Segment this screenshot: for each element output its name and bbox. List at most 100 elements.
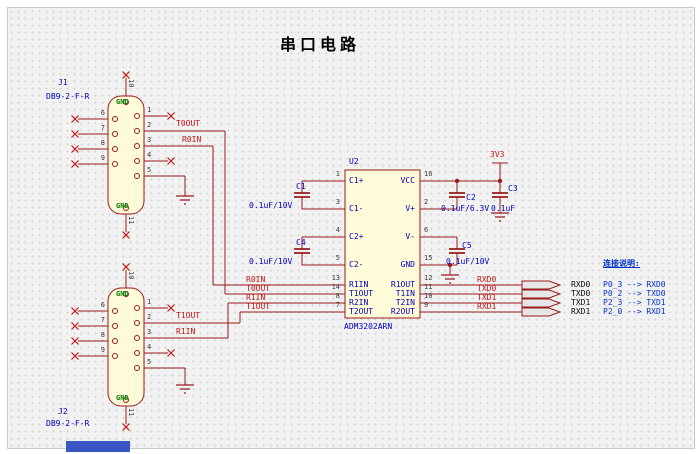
notes-heading[interactable]: 连接说明:	[603, 259, 640, 268]
net-label-t1out-u2[interactable]: T1OUT	[246, 302, 271, 311]
net-label-rxd0[interactable]: RXD0	[477, 275, 497, 284]
c1-ref[interactable]: C1	[296, 182, 306, 191]
j2-pin-number-6: 6	[100, 301, 105, 309]
j1-pin-number-1: 1	[147, 106, 152, 114]
j1-pin-number-4: 4	[147, 151, 152, 159]
j2-pin-number-5: 5	[147, 358, 152, 366]
j1-pin-number-11: 11	[127, 216, 135, 225]
j2-pin-number-11: 11	[127, 408, 135, 417]
j2-part[interactable]: DB9-2-F-R	[46, 419, 90, 428]
u2-pin-name-t2out: T2OUT	[349, 307, 374, 316]
db9-connector-j2-symbol[interactable]	[107, 287, 145, 407]
u2-pin-number-2: 2	[424, 198, 429, 206]
u2-part[interactable]: ADM3202ARN	[344, 322, 393, 331]
j1-pin-number-5: 5	[147, 166, 152, 174]
j1-pin-number-6: 6	[100, 109, 105, 117]
u2-pin-number-14: 14	[331, 283, 340, 291]
u2-pin-number-13: 13	[331, 274, 340, 282]
j2-pin-number-9: 9	[100, 346, 105, 354]
port-label-txd0: TXD0	[571, 289, 591, 298]
u2-ref[interactable]: U2	[349, 157, 359, 166]
net-label-r1in-j2[interactable]: R1IN	[176, 327, 196, 336]
net-label-t1out-j2[interactable]: T1OUT	[176, 311, 201, 320]
capacitor-symbols[interactable]	[294, 192, 508, 254]
u2-pin-number-7: 7	[335, 301, 340, 309]
page-title: 串口电路	[280, 35, 361, 54]
notes-line-3: P2_3 --> TXD1	[603, 298, 666, 307]
no-erc-markers[interactable]	[71, 71, 175, 431]
j1-part[interactable]: DB9-2-F-R	[46, 92, 90, 101]
u2-pin-name-t2in: T2IN	[395, 298, 415, 307]
u2-pin-number-12: 12	[424, 274, 433, 282]
net-label-r0in-j1[interactable]: R0IN	[182, 135, 202, 144]
j2-pin-number-1: 1	[147, 298, 152, 306]
c1-value[interactable]: 0.1uF/10V	[249, 201, 293, 210]
u2-pin-name-vminus: V-	[405, 232, 415, 241]
j2-gnd-top-label: GND	[116, 290, 129, 298]
j2-pin-number-4: 4	[147, 343, 152, 351]
c2-value[interactable]: 0.1uF/6.3V	[441, 204, 490, 213]
u2-pin-name-t1in: T1IN	[395, 289, 415, 298]
c5-ref[interactable]: C5	[462, 241, 472, 250]
u2-pin-name-vplus: V+	[405, 204, 415, 213]
j2-pin-number-3: 3	[147, 328, 152, 336]
j2-gnd-bottom-label: GND	[116, 394, 129, 402]
c3-ref[interactable]: C3	[508, 184, 518, 193]
j1-gnd-top-label: GND	[116, 98, 129, 106]
c2-ref[interactable]: C2	[466, 193, 476, 202]
net-label-r1in-u2[interactable]: R1IN	[246, 293, 266, 302]
db9-connector-j1-symbol[interactable]	[107, 95, 145, 215]
u2-pin-number-1: 1	[335, 170, 340, 178]
j1-gnd-bottom-label: GND	[116, 202, 129, 210]
u2-pin-name-r1in: R1IN	[349, 280, 369, 289]
u2-pin-name-c1m: C1-	[349, 204, 364, 213]
u2-pin-number-8: 8	[335, 292, 340, 300]
c4-value[interactable]: 0.1uF/10V	[249, 257, 293, 266]
power-rail-3v3-label[interactable]: 3V3	[490, 150, 505, 159]
j1-ref[interactable]: J1	[58, 78, 68, 87]
net-label-txd1[interactable]: TXD1	[477, 293, 497, 302]
c4-ref[interactable]: C4	[296, 238, 306, 247]
u2-pin-number-6: 6	[424, 226, 429, 234]
u2-pin-name-gnd: GND	[400, 260, 415, 269]
u2-pin-number-11: 11	[424, 283, 433, 291]
wires[interactable]	[78, 78, 522, 424]
u2-pin-number-9: 9	[424, 301, 429, 309]
notes-line-2: P0_2 --> TXD0	[603, 289, 666, 298]
u2-pin-number-5: 5	[335, 254, 340, 262]
u2-pin-name-r2in: R2IN	[349, 298, 369, 307]
u2-pin-number-3: 3	[335, 198, 340, 206]
j1-pin-number-8: 8	[100, 139, 105, 147]
j2-ref[interactable]: J2	[58, 407, 68, 416]
j1-pin-number-10: 10	[127, 79, 135, 88]
j1-pin-number-2: 2	[147, 121, 152, 129]
c5-value[interactable]: 0.1uF/10V	[446, 257, 490, 266]
net-label-txd0[interactable]: TXD0	[477, 284, 497, 293]
j1-pin-number-9: 9	[100, 154, 105, 162]
port-label-rxd1: RXD1	[571, 307, 591, 316]
j2-pin-number-10: 10	[127, 271, 135, 280]
c3-value[interactable]: 0.1uF	[491, 204, 516, 213]
ic-u2-symbol[interactable]	[344, 169, 421, 319]
net-label-rxd1[interactable]: RXD1	[477, 302, 497, 311]
u2-pin-name-t1out: T1OUT	[349, 289, 374, 298]
u2-pin-name-r2out: R2OUT	[390, 307, 415, 316]
net-label-r0in-u2[interactable]: R0IN	[246, 275, 266, 284]
u2-pin-name-r1out: R1OUT	[390, 280, 415, 289]
j2-pin-number-8: 8	[100, 331, 105, 339]
port-arrows[interactable]	[521, 280, 562, 317]
u2-pin-name-c2p: C2+	[349, 232, 364, 241]
j2-pin-number-2: 2	[147, 313, 152, 321]
ground-symbols[interactable]	[176, 195, 509, 394]
net-label-t0out-j1[interactable]: T0OUT	[176, 119, 201, 128]
notes-line-1: P0_3 --> RXD0	[603, 280, 666, 289]
net-label-t0out-u2[interactable]: T0OUT	[246, 284, 271, 293]
u2-pin-number-16: 16	[424, 170, 433, 178]
u2-pin-number-15: 15	[424, 254, 433, 262]
u2-pin-number-4: 4	[335, 226, 340, 234]
u2-pin-number-10: 10	[424, 292, 433, 300]
u2-pin-name-c1p: C1+	[349, 176, 364, 185]
j1-pin-number-3: 3	[147, 136, 152, 144]
